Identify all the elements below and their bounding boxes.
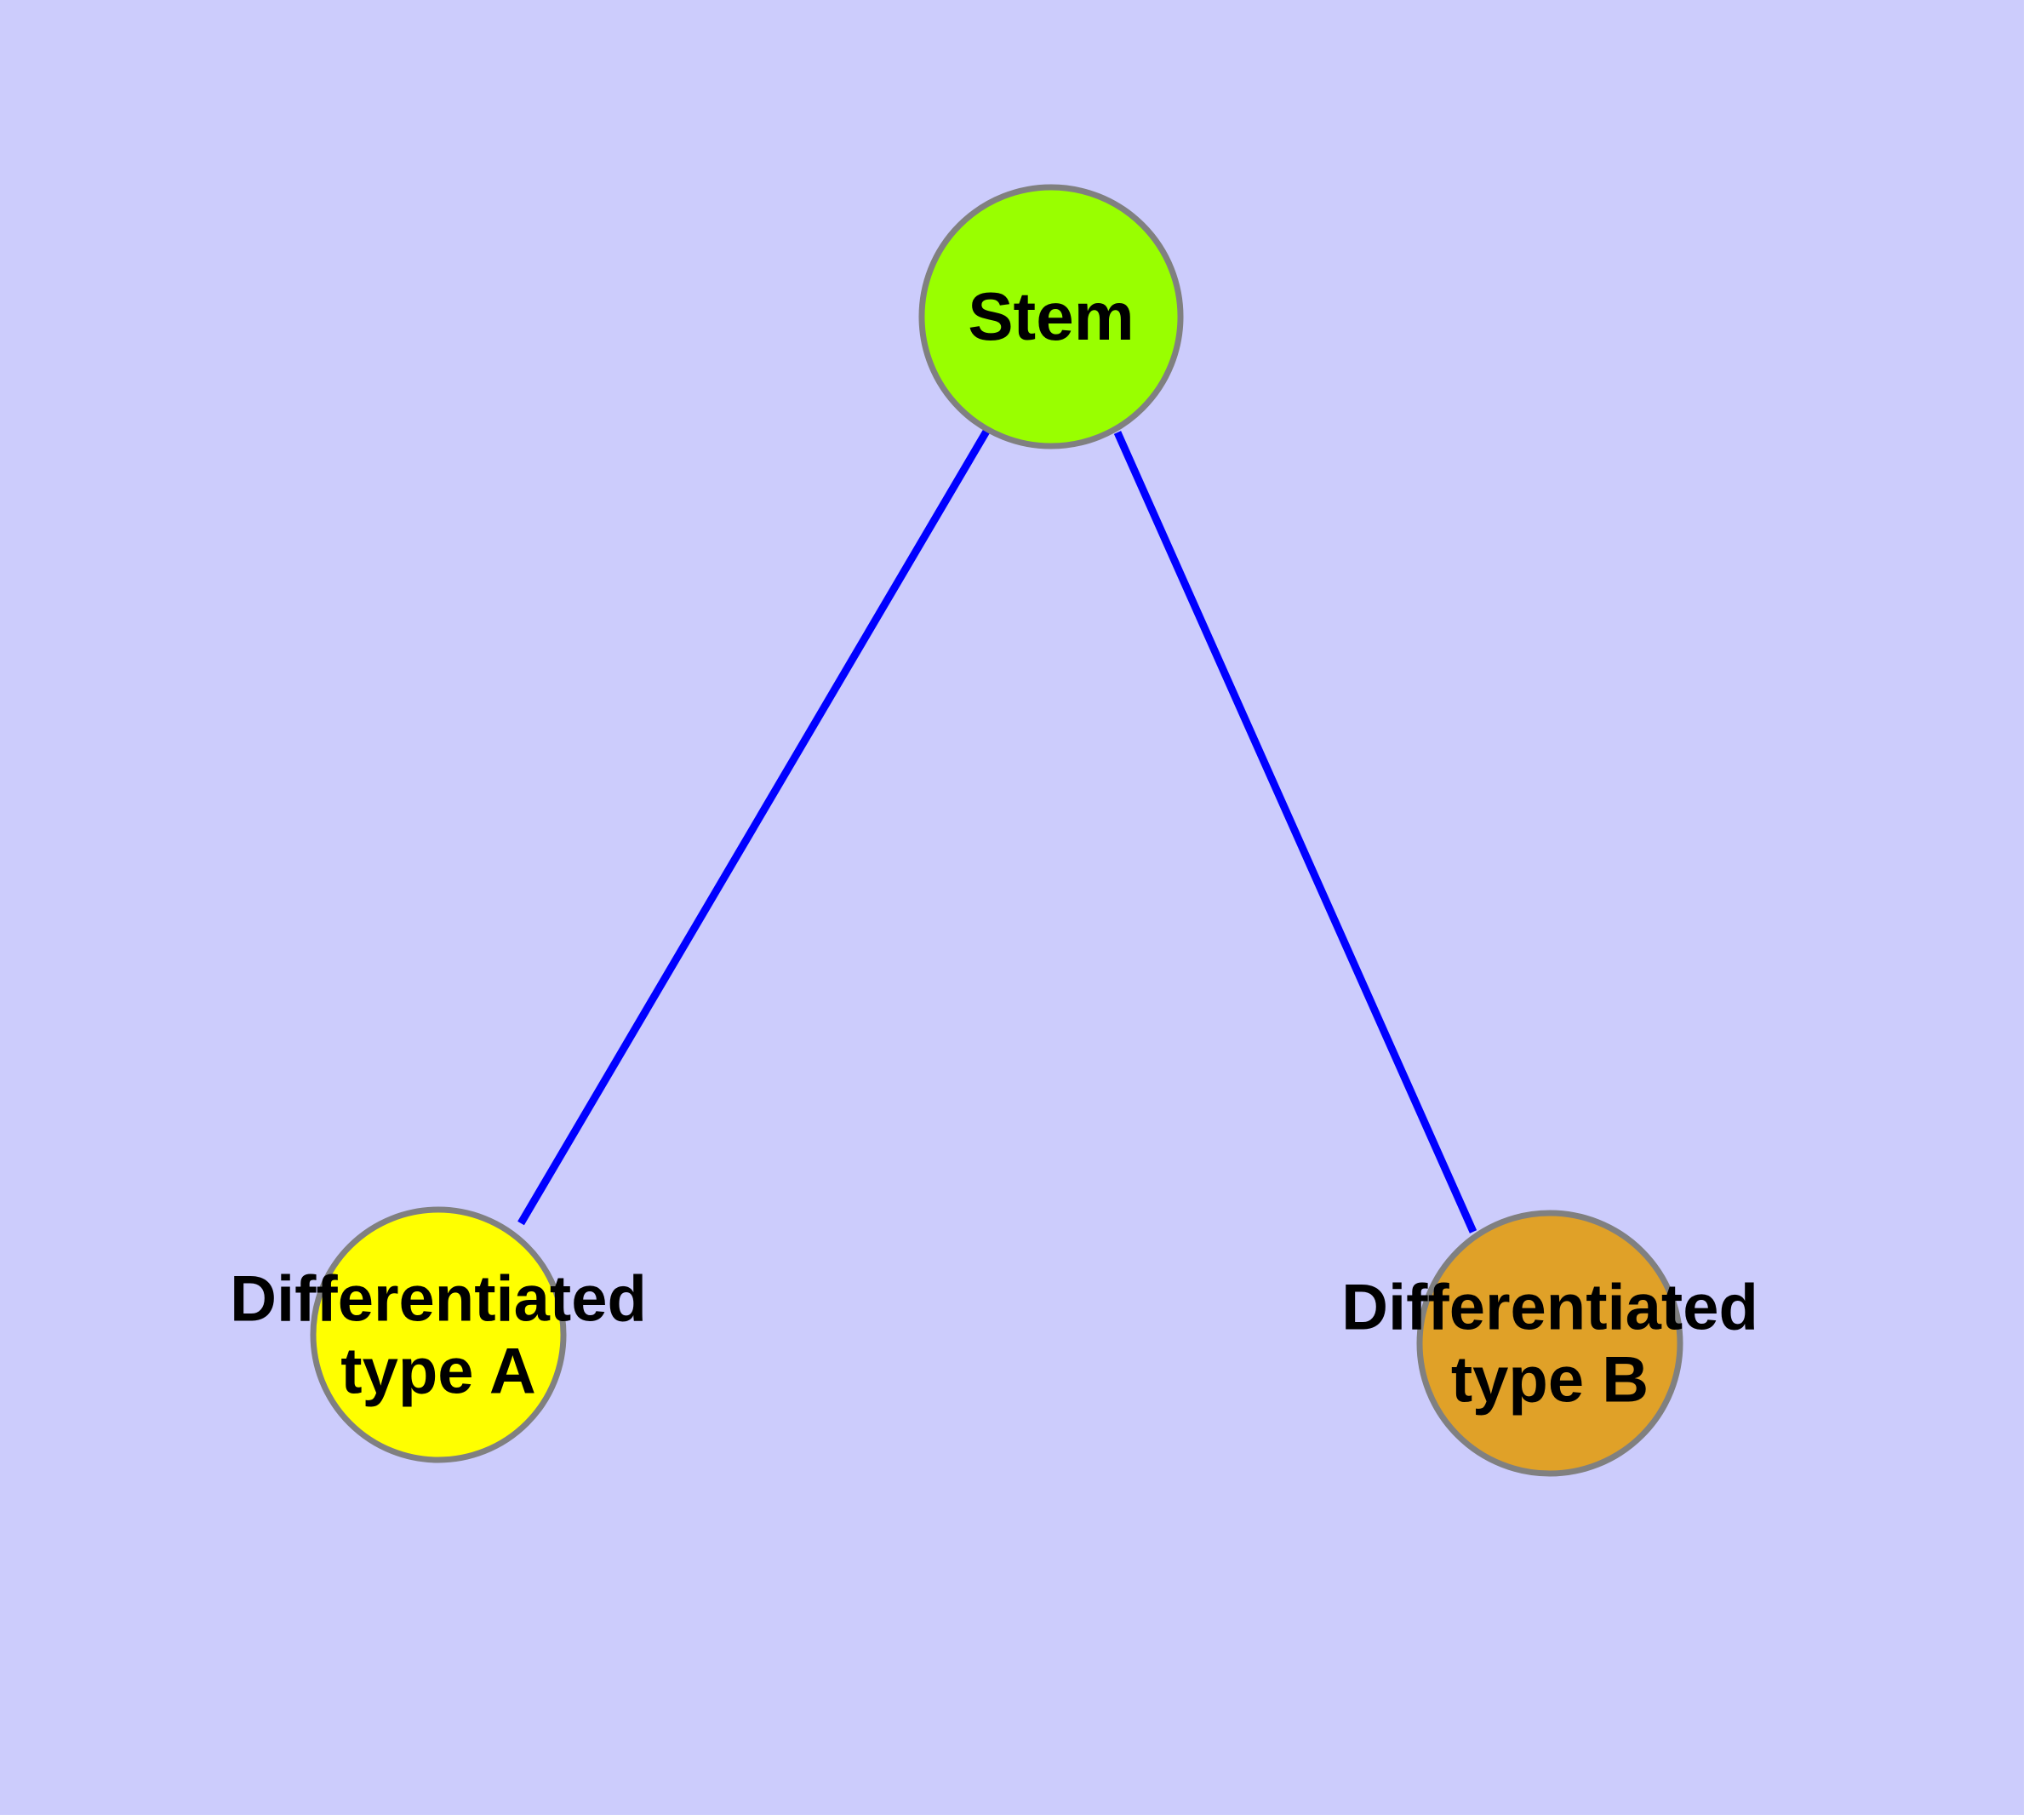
node-label-differentiated-type-a-line2: type A [340, 1335, 535, 1407]
node-differentiated-type-b[interactable] [1416, 1210, 1683, 1477]
node-label-stem: Stem [968, 278, 1135, 354]
node-stem[interactable] [918, 184, 1184, 449]
node-layer [310, 184, 1683, 1477]
node-differentiated-type-a[interactable] [310, 1206, 567, 1463]
node-label-differentiated-type-b-line1: Differentiated [1341, 1271, 1758, 1343]
node-circle-differentiated-type-b[interactable] [1416, 1210, 1683, 1477]
node-label-differentiated-type-b-line2: type B [1451, 1343, 1649, 1416]
edge-stem-to-differentiated-type-a[interactable] [517, 427, 991, 1226]
node-circle-stem[interactable] [918, 184, 1184, 449]
edge-layer [517, 427, 1477, 1233]
edge-stem-to-differentiated-type-b[interactable] [1113, 431, 1477, 1233]
node-label-differentiated-type-a-line1: Differentiated [230, 1262, 647, 1335]
node-circle-differentiated-type-a[interactable] [310, 1206, 567, 1463]
label-layer: Stem Differentiated type A Differentiate… [230, 278, 1758, 1416]
